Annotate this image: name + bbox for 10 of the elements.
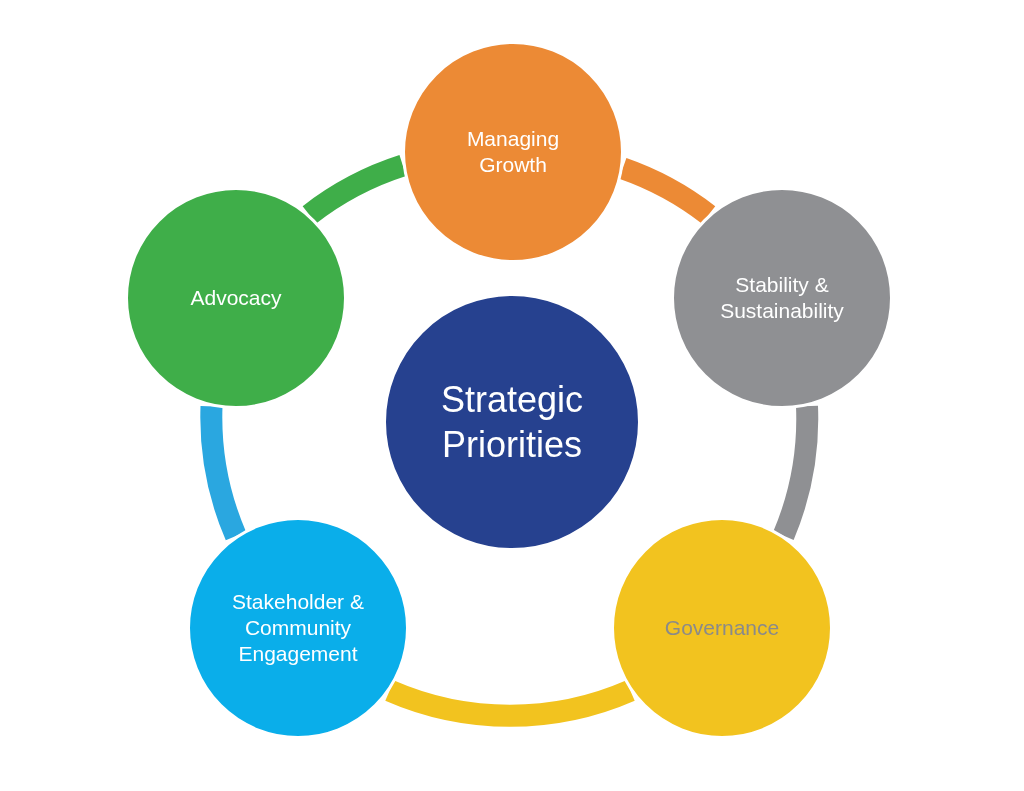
node-label: Stability & Sustainability	[719, 271, 845, 324]
node-label: Strategic Priorities	[439, 378, 585, 467]
node-label: Governance	[663, 614, 781, 641]
node-label: Advocacy	[189, 284, 283, 311]
node-label: Stakeholder & Community Engagement	[231, 588, 365, 668]
ring-segment	[200, 406, 247, 540]
ring-segment	[385, 680, 635, 727]
node-label: Managing Growth	[465, 125, 561, 178]
ring-segment	[303, 155, 407, 224]
ring-segment	[773, 405, 818, 540]
